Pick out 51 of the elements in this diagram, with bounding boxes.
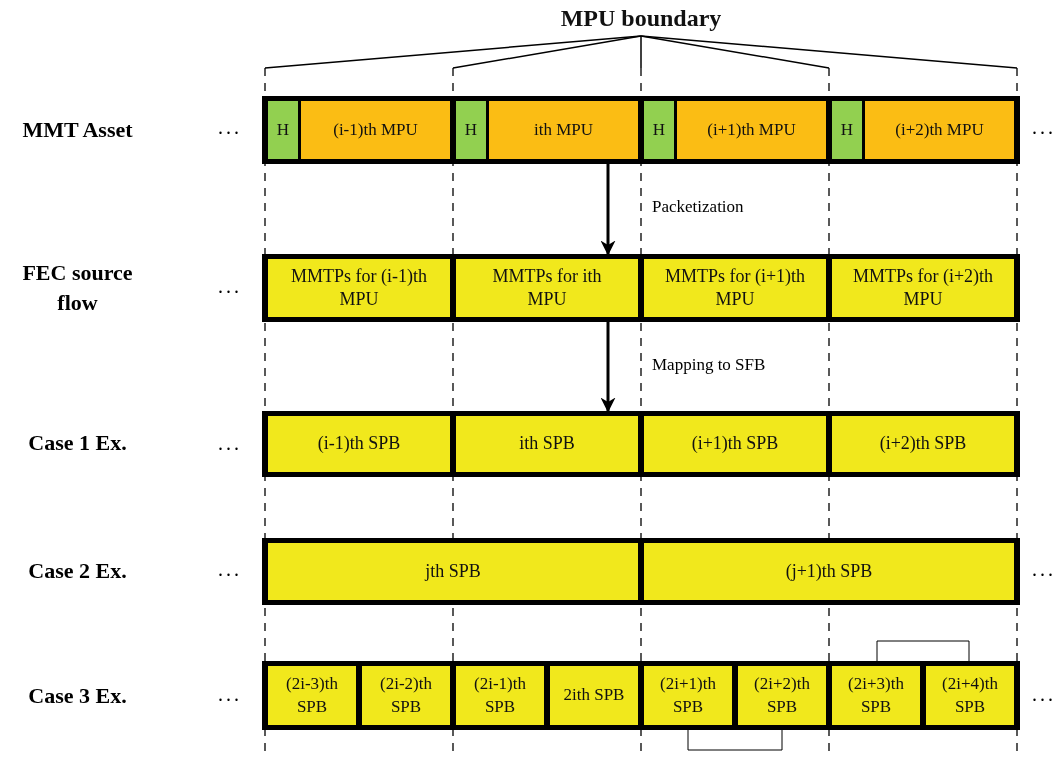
segment-box: ith MPU	[489, 101, 638, 159]
arrow	[600, 164, 616, 256]
segment-box: (i-1)th MPU	[301, 101, 450, 159]
ellipsis-text: ...	[1032, 558, 1056, 581]
ellipsis-text: ...	[218, 116, 242, 139]
leader-line	[264, 35, 642, 69]
ellipsis-text: ...	[218, 432, 242, 455]
segment-box: (i+1)th SPB	[644, 416, 826, 472]
segment-box: MMTPs for (i-1)th MPU	[268, 259, 450, 317]
arrow	[600, 322, 616, 413]
heading-text: MPU boundary	[520, 2, 762, 36]
segment-box: jth SPB	[268, 543, 638, 600]
row-label: Case 1 Ex.	[27, 429, 128, 457]
segment-box: (i+2)th MPU	[865, 101, 1014, 159]
segment-box: ith SPB	[456, 416, 638, 472]
segment-box: (2i+3)th SPB	[832, 666, 920, 725]
band-bar	[262, 96, 1020, 164]
leader-line	[640, 35, 642, 69]
row-label: FEC source flow	[21, 259, 134, 317]
segment-box: (i+2)th SPB	[832, 416, 1014, 472]
segment-box: (i+1)th MPU	[677, 101, 826, 159]
header-cell: H	[832, 101, 862, 159]
leader-line	[452, 35, 642, 69]
segment-box: (2i+1)th SPB	[644, 666, 732, 725]
segment-box: (2i+4)th SPB	[926, 666, 1014, 725]
segment-box: (i-1)th SPB	[268, 416, 450, 472]
segment-box: (j+1)th SPB	[644, 543, 1014, 600]
segment-box: MMTPs for (i+2)th MPU	[832, 259, 1014, 317]
ellipsis-text: ...	[1032, 683, 1056, 706]
row-label: Case 3 Ex.	[27, 682, 128, 710]
ellipsis-text: ...	[218, 275, 242, 298]
ellipsis-text: ...	[1032, 116, 1056, 139]
band-bar	[262, 661, 1020, 730]
header-cell: H	[644, 101, 674, 159]
segment-box: (2i-3)th SPB	[268, 666, 356, 725]
segment-box: MMTPs for (i+1)th MPU	[644, 259, 826, 317]
band-bar	[262, 411, 1020, 477]
segment-box: (2i-2)th SPB	[362, 666, 450, 725]
segment-box: MMTPs for ith MPU	[456, 259, 638, 317]
segment-box: (2i+2)th SPB	[738, 666, 826, 725]
row-label: MMT Asset	[21, 116, 134, 144]
band-bar	[262, 254, 1020, 322]
segment-box: (2i-1)th SPB	[456, 666, 544, 725]
ellipsis-text: ...	[218, 683, 242, 706]
band-bar	[262, 538, 1020, 605]
leader-line	[640, 35, 1018, 69]
row-label: Case 2 Ex.	[27, 557, 128, 585]
header-cell: H	[456, 101, 486, 159]
segment-box: 2ith SPB	[550, 666, 638, 725]
header-cell: H	[268, 101, 298, 159]
ellipsis-text: ...	[218, 558, 242, 581]
